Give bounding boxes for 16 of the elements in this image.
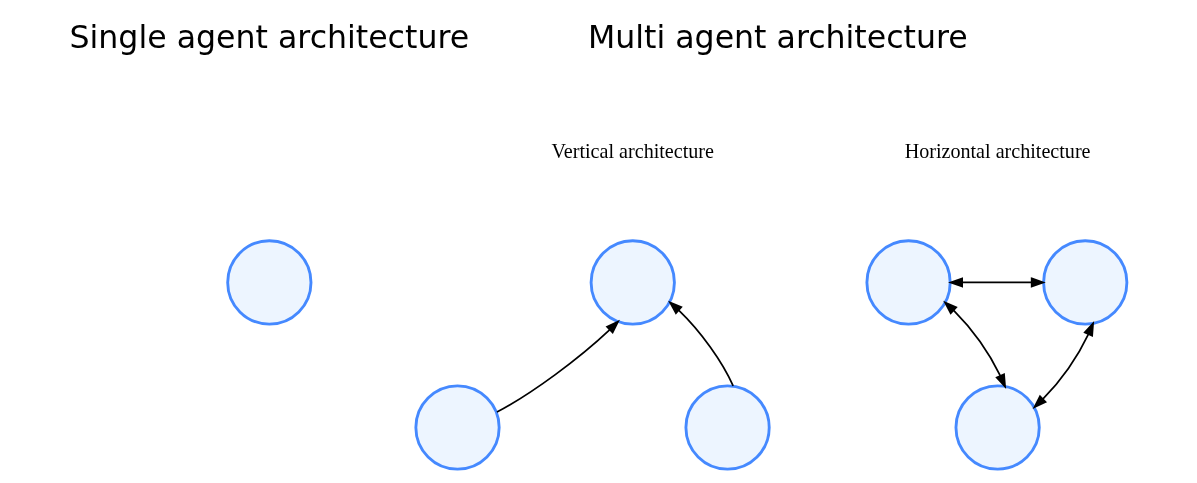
node-circle — [413, 384, 501, 471]
arrow — [942, 300, 1006, 389]
arrow — [667, 300, 734, 387]
node-circle — [683, 384, 771, 471]
arrow — [947, 277, 1046, 288]
label: Vertical architecture — [551, 140, 714, 163]
node-circle — [1041, 239, 1128, 326]
label: Multi agent architecture — [587, 18, 968, 55]
node-circle — [589, 239, 676, 326]
label: Single agent architecture — [69, 18, 469, 55]
arrow — [1032, 321, 1094, 409]
node-circle — [225, 239, 312, 326]
arrow — [495, 319, 620, 413]
label: Horizontal architecture — [904, 140, 1091, 163]
node-circle — [864, 239, 952, 326]
node-circle — [954, 384, 1041, 471]
